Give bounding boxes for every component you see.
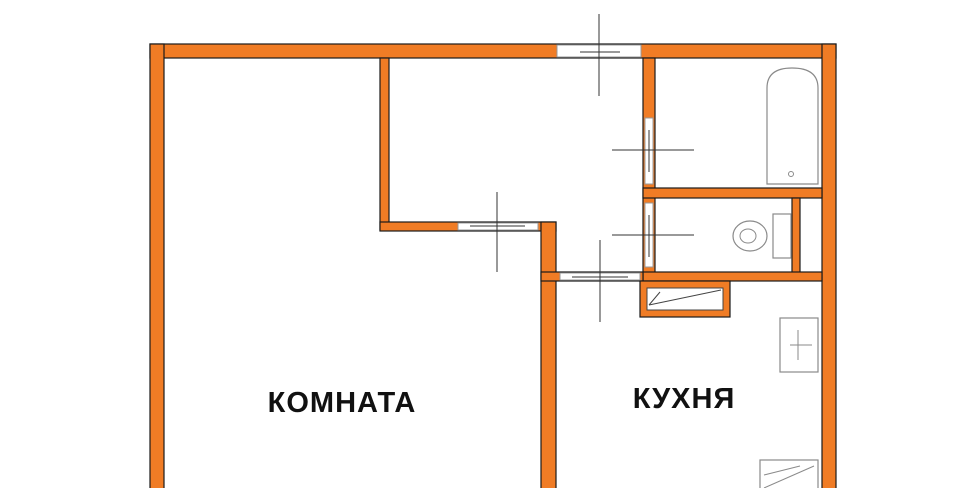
- outer-wall-left: [149, 43, 165, 488]
- room-label-kitchen: КУХНЯ: [633, 383, 736, 415]
- stove-icon: [759, 459, 819, 488]
- outer-wall-right: [821, 43, 837, 488]
- corridor-wall-left: [379, 57, 390, 231]
- kitchen-counter-icon: [646, 287, 724, 311]
- bathtub-icon: [766, 67, 819, 185]
- sink-icon: [779, 317, 819, 373]
- kitchen-wall-left: [540, 221, 557, 488]
- toilet-icon: [732, 213, 792, 259]
- outer-wall-top: [149, 43, 837, 59]
- bath-wall-bottom: [642, 271, 823, 282]
- bath-wall-mid: [642, 187, 823, 199]
- room-label-living-room: КОМНАТА: [268, 387, 417, 419]
- toilet-wall-right: [791, 197, 801, 274]
